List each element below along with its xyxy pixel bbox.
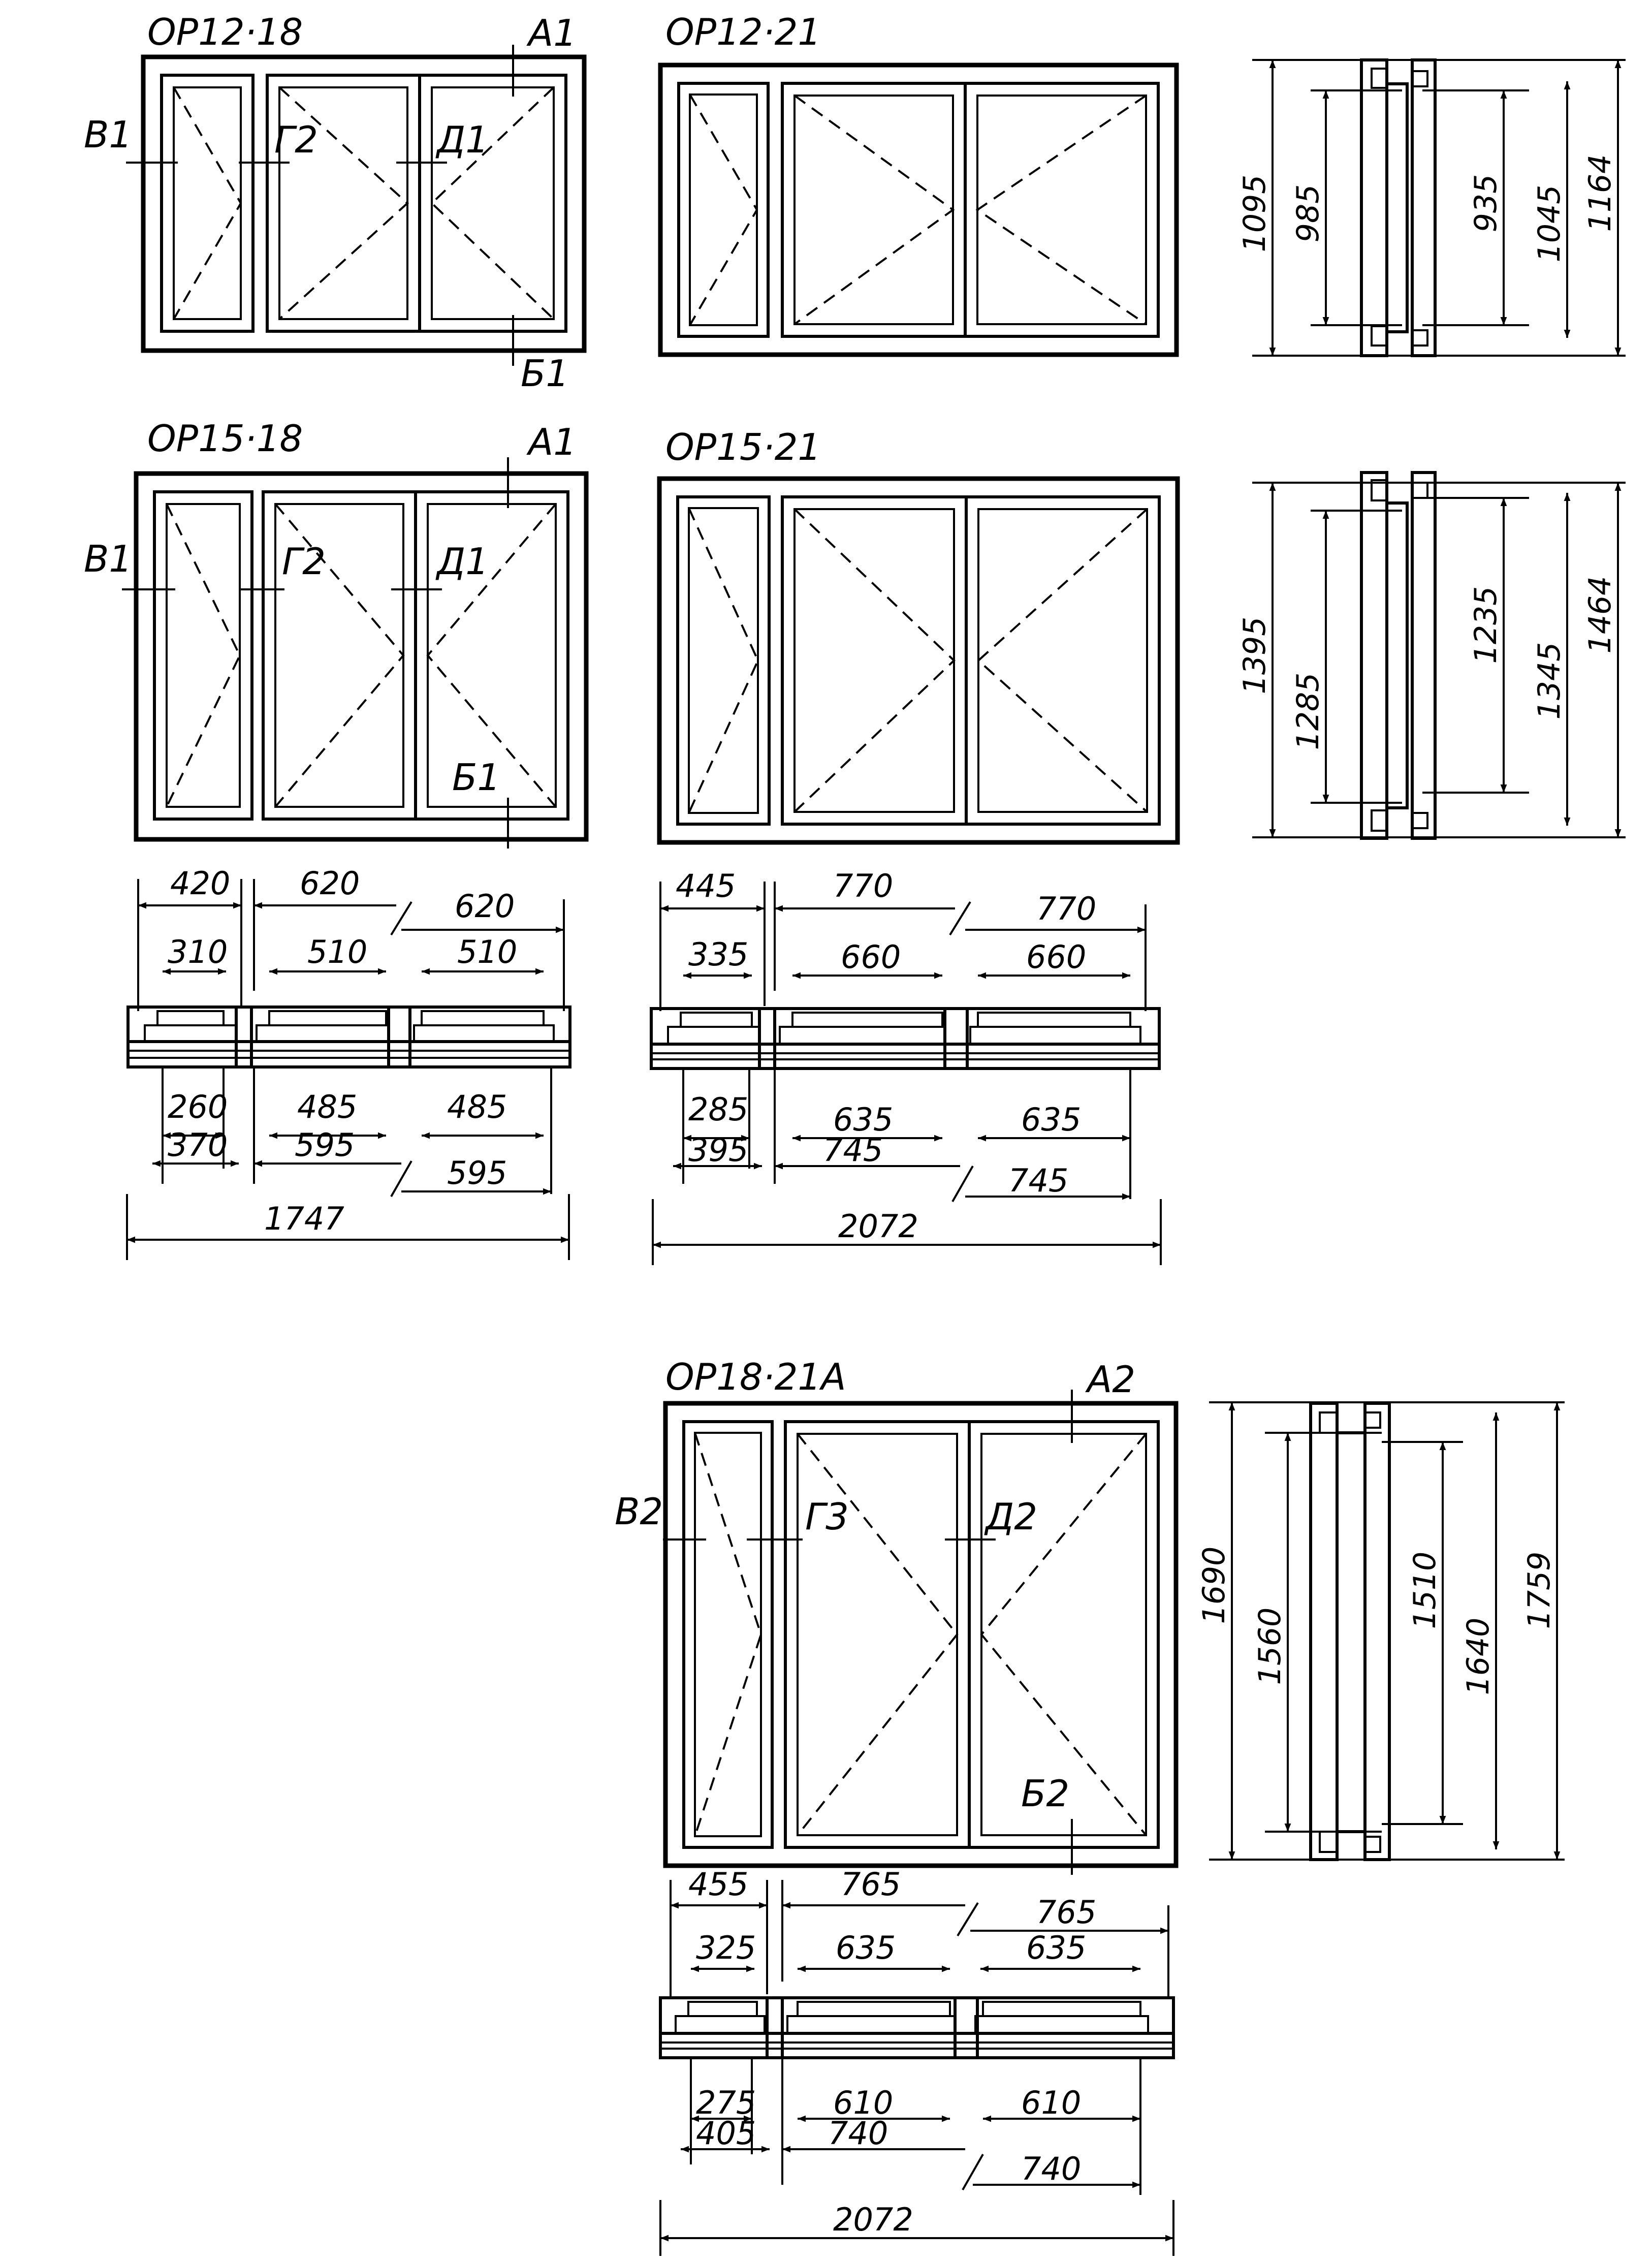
total-width: 2072: [833, 2201, 913, 2238]
height-dim: 1345: [1532, 642, 1567, 720]
plan-1: 420 620 620 310 510 510 260 485 485: [126, 865, 571, 1260]
dim-label: 370: [168, 1126, 228, 1164]
section-3: 1690 1560 1510 1640 1759: [1196, 1401, 1565, 1861]
window-title: ОР15·21: [665, 426, 821, 468]
dim-label: 620: [455, 888, 515, 925]
window-op12-18: ОР12·18 А1 Б1 В1 Г2 Д1: [84, 11, 587, 395]
dim-label: 745: [1008, 1162, 1068, 1199]
height-dim: 1164: [1582, 154, 1618, 232]
window-title: ОР15·18: [147, 417, 303, 460]
dim-label: 420: [170, 865, 230, 902]
section-label-a: А1: [526, 421, 577, 463]
dim-label: 405: [696, 2115, 756, 2152]
height-dim: 1464: [1582, 576, 1618, 654]
section-label-g: Г2: [282, 540, 326, 583]
section-label-d: Д2: [984, 1495, 1037, 1538]
section-label-a: А1: [526, 12, 577, 54]
section-label-b: Б2: [1021, 1772, 1069, 1815]
section-label-d: Д1: [435, 540, 489, 583]
dim-label: 510: [457, 933, 517, 970]
dim-label: 610: [1021, 2084, 1081, 2121]
dim-label: 445: [676, 867, 736, 904]
window-op18-21a: ОР18·21А А2 Б2 В2 Г3 Д2: [615, 1356, 1179, 1875]
dim-label: 635: [836, 1929, 896, 1966]
section-label-g: Г2: [274, 118, 318, 161]
section-label-a: А2: [1085, 1358, 1135, 1401]
dim-label: 310: [168, 933, 228, 970]
dim-label: 325: [696, 1929, 756, 1966]
dim-label: 610: [833, 2084, 893, 2121]
section-label-g: Г3: [805, 1495, 849, 1538]
height-dim: 985: [1290, 184, 1326, 243]
window-title: ОР12·21: [665, 11, 821, 53]
height-dim: 1095: [1237, 175, 1273, 253]
dim-label: 395: [688, 1132, 748, 1169]
window-op15-18: ОР15·18 А1 Б1 В1 Г2 Д1: [84, 417, 589, 849]
height-dim: 1560: [1252, 1608, 1288, 1685]
plan-3: 455 765 765 325 635 635 275 610 610: [659, 1866, 1175, 2256]
plan-2: 445 770 770 335 660 660 285 635 635: [650, 867, 1162, 1265]
section-label-b: Б1: [521, 352, 569, 395]
dim-label: 660: [1026, 938, 1086, 976]
section-label-v: В1: [84, 113, 132, 156]
height-dim: 1395: [1237, 617, 1273, 695]
dim-label: 275: [696, 2084, 756, 2121]
dim-label: 485: [297, 1088, 357, 1125]
section-2: 1395 1285 1235 1345 1464: [1237, 471, 1626, 840]
height-dim: 1510: [1407, 1552, 1443, 1629]
dim-label: 660: [841, 938, 901, 976]
total-width: 1747: [264, 1200, 344, 1237]
window-title: ОР12·18: [147, 11, 303, 53]
total-width: 2072: [838, 1208, 918, 1245]
height-dim: 1235: [1468, 586, 1504, 664]
dim-label: 635: [1026, 1929, 1086, 1966]
window-op15-21: ОР15·21: [657, 426, 1180, 845]
dim-label: 765: [1036, 1894, 1096, 1931]
dim-label: 595: [295, 1126, 355, 1164]
height-dim: 1285: [1290, 673, 1326, 750]
dim-label: 635: [1021, 1101, 1081, 1138]
dim-label: 740: [828, 2115, 888, 2152]
dim-label: 635: [833, 1101, 893, 1138]
height-dim: 935: [1468, 174, 1504, 233]
dim-label: 485: [447, 1088, 507, 1125]
dim-label: 510: [307, 933, 367, 970]
section-label-v: В1: [84, 538, 132, 580]
height-dim: 1045: [1532, 185, 1567, 263]
dim-label: 770: [833, 867, 893, 904]
dim-label: 285: [688, 1091, 748, 1128]
height-dim: 1690: [1196, 1547, 1232, 1624]
section-1: 1095 985 935 1045 1164: [1237, 58, 1626, 357]
dim-label: 595: [447, 1154, 507, 1191]
dim-label: 770: [1036, 890, 1096, 927]
height-dim: 1759: [1521, 1552, 1557, 1629]
section-label-b: Б1: [452, 756, 500, 799]
section-label-d: Д1: [435, 118, 489, 161]
window-title: ОР18·21А: [665, 1356, 846, 1398]
dim-label: 740: [1021, 2150, 1081, 2187]
height-dim: 1640: [1460, 1618, 1496, 1695]
section-label-v: В2: [615, 1490, 663, 1533]
dim-label: 455: [688, 1866, 748, 1903]
dim-label: 620: [300, 865, 360, 902]
window-op12-21: ОР12·21: [658, 11, 1179, 357]
dim-label: 745: [823, 1132, 883, 1169]
dim-label: 765: [841, 1866, 901, 1903]
dim-label: 335: [688, 936, 748, 973]
dim-label: 260: [168, 1088, 228, 1125]
